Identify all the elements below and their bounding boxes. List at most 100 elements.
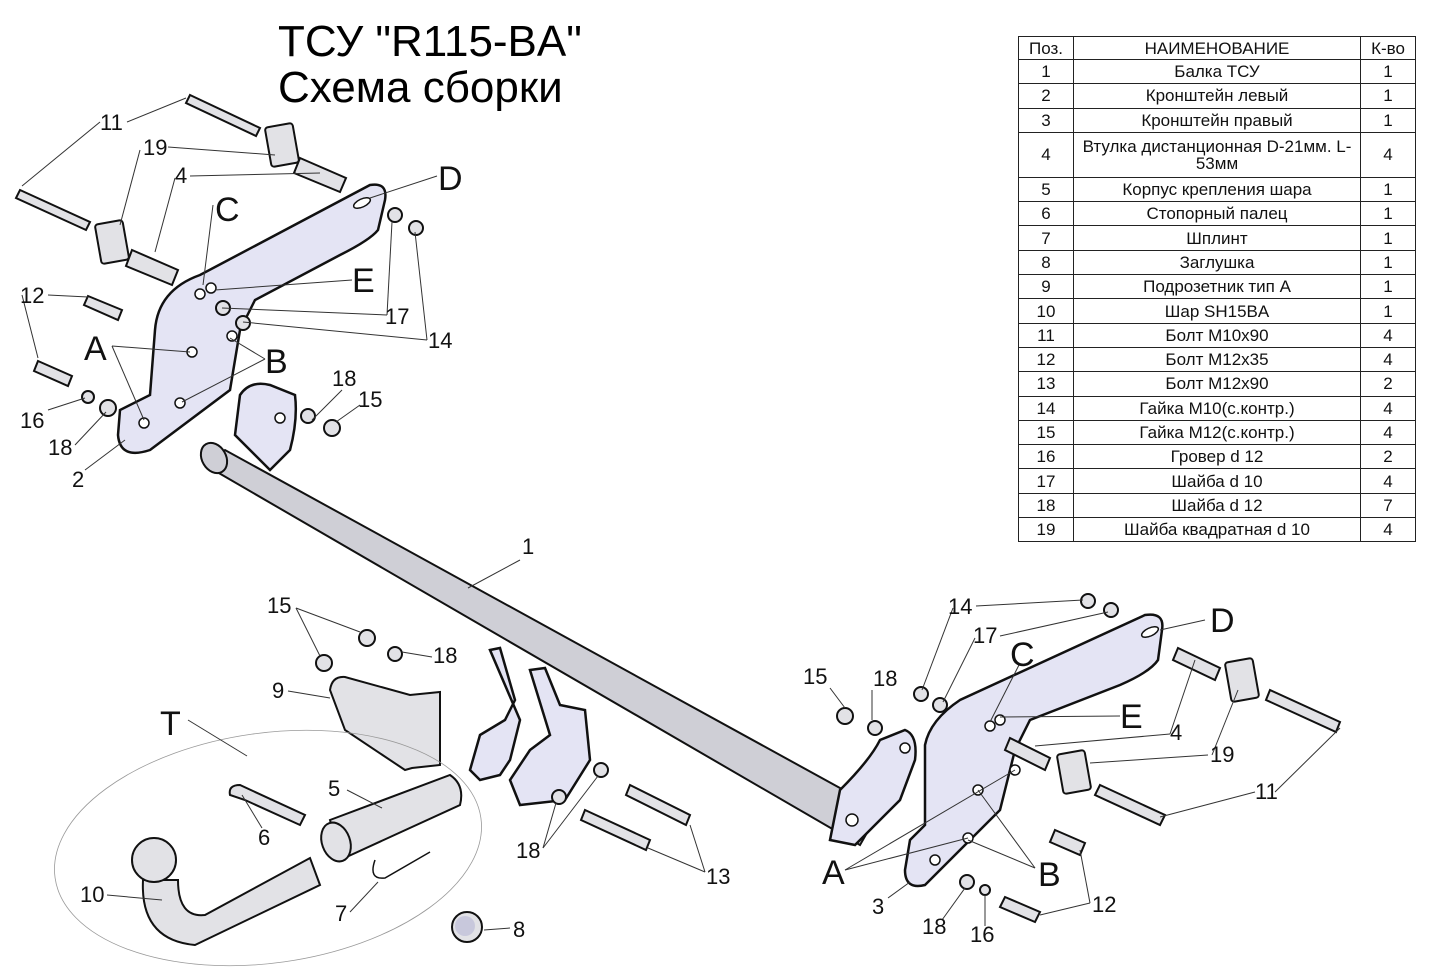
callout-D: D — [438, 160, 463, 198]
cell-qty: 4 — [1360, 131, 1416, 178]
cell-pos: 12 — [1018, 346, 1074, 373]
cell-qty: 1 — [1360, 83, 1416, 109]
callout-14: 14 — [428, 328, 452, 353]
callout-Br: B — [1038, 856, 1061, 894]
left-bracket-part-2 — [14, 93, 424, 455]
cell-pos: 10 — [1018, 298, 1074, 324]
callout-18r: 18 — [873, 666, 897, 691]
callout-3: 3 — [872, 894, 884, 919]
callout-17: 17 — [385, 304, 409, 329]
callout-2: 2 — [72, 467, 84, 492]
drawing-subtitle: Схема сборки — [278, 63, 563, 112]
callout-18: 18 — [48, 435, 72, 460]
cell-pos: 5 — [1018, 176, 1074, 203]
callout-18d: 18 — [516, 838, 540, 863]
cell-pos: 8 — [1018, 249, 1074, 276]
callout-15c: 15 — [267, 593, 291, 618]
cell-name: Кронштейн левый — [1073, 83, 1361, 109]
callout-8: 8 — [513, 917, 525, 942]
cell-name: Втулка дистанционная D-21мм. L-53мм — [1073, 131, 1361, 178]
cell-qty: 1 — [1360, 249, 1416, 276]
callout-E: E — [352, 262, 375, 300]
cell-name: Подрозетник тип А — [1073, 274, 1361, 300]
cell-name: Шайба d 12 — [1073, 492, 1361, 519]
cell-qty: 1 — [1360, 58, 1416, 85]
cell-name: Кронштейн правый — [1073, 107, 1361, 133]
header-pos: Поз. — [1018, 36, 1074, 60]
cell-name: Корпус крепления шара — [1073, 176, 1361, 203]
cell-pos: 7 — [1018, 225, 1074, 251]
cell-qty: 4 — [1360, 346, 1416, 373]
cell-qty: 4 — [1360, 322, 1416, 348]
drawing-title: ТСУ "R115-BA" — [278, 17, 582, 66]
callout-6: 6 — [258, 825, 270, 850]
cell-name: Гайка М12(с.контр.) — [1073, 419, 1361, 446]
callout-10: 10 — [80, 882, 104, 907]
parts-table-header: Поз. НАИМЕНОВАНИЕ К-во — [1018, 36, 1416, 60]
callout-7: 7 — [335, 901, 347, 926]
cell-name: Болт М12x35 — [1073, 346, 1361, 373]
header-name: НАИМЕНОВАНИЕ — [1073, 36, 1361, 60]
tow-ball-group-T — [54, 729, 482, 967]
cell-name: Шплинт — [1073, 225, 1361, 251]
cell-name: Балка ТСУ — [1073, 58, 1361, 85]
cell-pos: 9 — [1018, 274, 1074, 300]
callout-T: T — [160, 705, 181, 743]
callout-18r2: 18 — [922, 914, 946, 939]
callout-12: 12 — [20, 283, 44, 308]
cell-name: Стопорный палец — [1073, 201, 1361, 227]
cell-qty: 1 — [1360, 274, 1416, 300]
cell-name: Шайба квадратная d 10 — [1073, 517, 1361, 543]
callout-4: 4 — [175, 163, 187, 188]
callout-18b: 18 — [332, 366, 356, 391]
cell-qty: 4 — [1360, 468, 1416, 494]
cell-name: Болт М10x90 — [1073, 322, 1361, 348]
cell-pos: 6 — [1018, 201, 1074, 227]
cell-qty: 2 — [1360, 371, 1416, 397]
callout-1: 1 — [522, 534, 534, 559]
cell-name: Гайка М10(с.контр.) — [1073, 395, 1361, 421]
callout-18c: 18 — [433, 643, 457, 668]
callout-14r: 14 — [948, 594, 972, 619]
cell-pos: 16 — [1018, 444, 1074, 470]
cell-name: Гровер d 12 — [1073, 444, 1361, 470]
cell-pos: 4 — [1018, 131, 1074, 178]
cell-qty: 1 — [1360, 298, 1416, 324]
callout-13: 13 — [706, 864, 730, 889]
callout-19r: 19 — [1210, 742, 1234, 767]
callout-11r: 11 — [1255, 779, 1278, 804]
cell-name: Заглушка — [1073, 249, 1361, 276]
cell-pos: 18 — [1018, 492, 1074, 519]
cell-pos: 19 — [1018, 517, 1074, 543]
cell-qty: 1 — [1360, 176, 1416, 203]
beam-part-1 — [199, 382, 917, 847]
cell-name: Шайба d 10 — [1073, 468, 1361, 494]
cell-qty: 2 — [1360, 444, 1416, 470]
callout-11: 11 — [100, 110, 123, 135]
cell-pos: 13 — [1018, 371, 1074, 397]
cell-pos: 2 — [1018, 83, 1074, 109]
cell-pos: 17 — [1018, 468, 1074, 494]
callout-Er: E — [1120, 698, 1143, 736]
cell-qty: 4 — [1360, 395, 1416, 421]
callout-4r: 4 — [1170, 720, 1182, 745]
center-parts — [315, 629, 692, 943]
leader-lines — [21, 97, 1341, 931]
callout-5: 5 — [328, 776, 340, 801]
callout-9: 9 — [272, 678, 284, 703]
cell-qty: 1 — [1360, 107, 1416, 133]
